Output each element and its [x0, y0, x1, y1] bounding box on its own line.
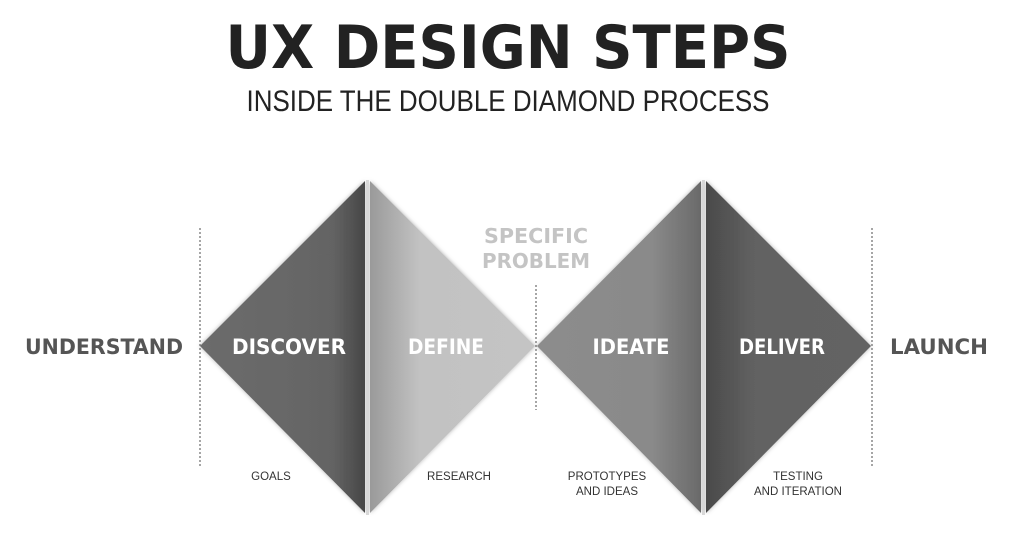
- note-deliver-line-1: TESTING: [773, 471, 823, 483]
- phase-define: DEFINE: [408, 335, 484, 359]
- understand-label: UNDERSTAND: [25, 335, 183, 359]
- note-define: RESEARCH: [427, 471, 491, 483]
- phase-ideate: IDEATE: [593, 335, 670, 359]
- discover-triangle: [200, 181, 365, 513]
- specific-problem-line-1: SPECIFIC: [484, 224, 588, 248]
- note-ideate-line-2: AND IDEAS: [576, 486, 638, 498]
- note-discover: GOALS: [251, 471, 291, 483]
- page-subtitle: INSIDE THE DOUBLE DIAMOND PROCESS: [247, 85, 770, 118]
- note-deliver-line-2: AND ITERATION: [754, 486, 842, 498]
- define-triangle: [370, 181, 535, 513]
- ideate-triangle: [537, 181, 701, 513]
- deliver-triangle: [706, 181, 871, 513]
- phase-deliver: DELIVER: [739, 335, 825, 359]
- specific-problem-line-2: PROBLEM: [482, 249, 590, 273]
- phase-discover: DISCOVER: [232, 335, 346, 359]
- note-ideate-line-1: PROTOTYPES: [568, 471, 647, 483]
- page-title: UX DESIGN STEPS: [226, 13, 791, 83]
- launch-label: LAUNCH: [890, 335, 988, 359]
